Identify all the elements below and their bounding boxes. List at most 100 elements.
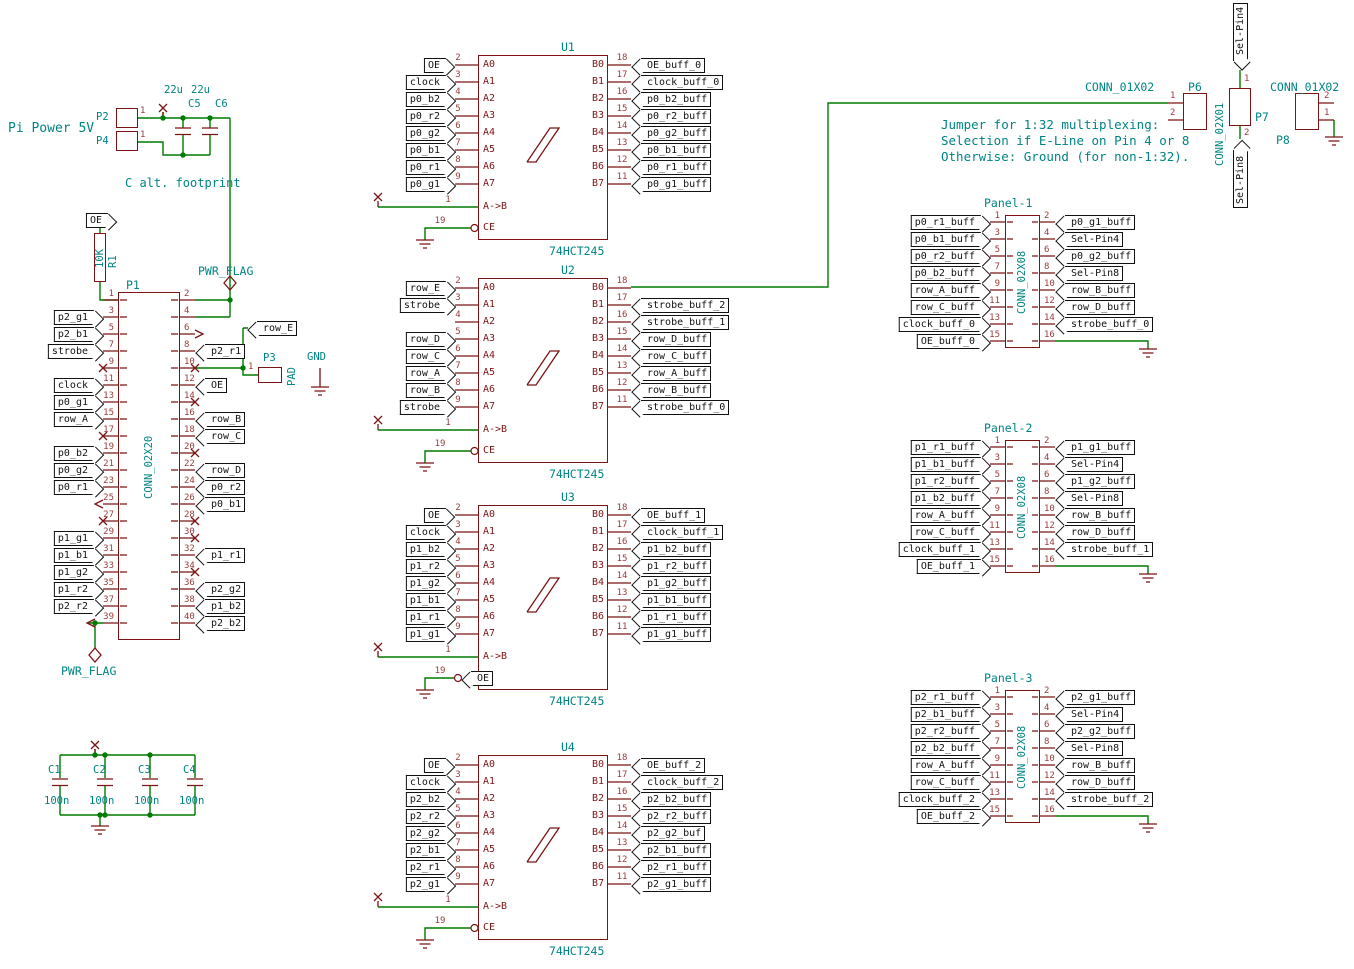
jumper-ref[interactable]: P8	[1276, 133, 1290, 147]
panel-title[interactable]: Panel-2	[984, 421, 1033, 435]
net-label[interactable]: p2_r1_buff	[910, 689, 981, 705]
net-label[interactable]: p0_r1_buff	[641, 159, 712, 175]
ic-ref[interactable]: U3	[561, 490, 575, 504]
net-label[interactable]: row_B	[405, 382, 446, 398]
net-label[interactable]: clock_buff_2	[898, 791, 981, 807]
resistor-r1-body[interactable]	[94, 233, 106, 282]
net-label[interactable]: p0_g2_buff	[641, 125, 712, 141]
jumper-p7-body[interactable]	[1229, 88, 1251, 126]
net-label[interactable]: row_D	[205, 462, 246, 478]
net-label[interactable]: row_C_buff	[910, 774, 981, 790]
net-label[interactable]: strobe_buff_2	[641, 297, 730, 313]
net-label[interactable]: p0_b2	[405, 91, 446, 107]
pad-value[interactable]: PAD	[286, 367, 298, 386]
net-label[interactable]: strobe_buff_0	[1065, 316, 1154, 332]
cap-value[interactable]: 100n	[89, 795, 115, 807]
gnd-power-label[interactable]: GND	[307, 351, 326, 363]
ic-value[interactable]: 74HCT245	[549, 944, 605, 958]
net-label[interactable]: p1_r2_buff	[910, 473, 981, 489]
net-label[interactable]: row_A_buff	[910, 757, 981, 773]
panel-title[interactable]: Panel-3	[984, 671, 1033, 685]
net-label[interactable]: p1_g2_buff	[1065, 473, 1136, 489]
net-label[interactable]: OE_buff_0	[641, 57, 706, 73]
cap-value[interactable]: 22u	[191, 84, 210, 96]
net-label[interactable]: p0_b2_buff	[910, 265, 981, 281]
net-label[interactable]: p1_b1_buff	[641, 592, 712, 608]
net-label[interactable]: p2_b2	[205, 615, 246, 631]
net-label[interactable]: p0_g1	[53, 394, 94, 410]
net-label[interactable]: p2_r1	[405, 859, 446, 875]
net-label[interactable]: p0_r1	[405, 159, 446, 175]
pad-ref[interactable]: P3	[263, 352, 276, 364]
net-label[interactable]: row_A_buff	[910, 507, 981, 523]
net-label[interactable]: Sel-Pin8	[1065, 490, 1124, 506]
net-label[interactable]: p2_r1_buff	[641, 859, 712, 875]
ic-ref[interactable]: U1	[561, 40, 575, 54]
panel-connector-body[interactable]	[1005, 440, 1040, 573]
net-label[interactable]: row_B_buff	[1065, 507, 1136, 523]
jumper-note-line1[interactable]: Jumper for 1:32 multiplexing:	[941, 117, 1160, 132]
net-label[interactable]: clock	[405, 524, 446, 540]
net-label[interactable]: row_D	[405, 331, 446, 347]
net-label[interactable]: clock_buff_0	[898, 316, 981, 332]
jumper-note-line3[interactable]: Otherwise: Ground (for non-1:32).	[941, 149, 1190, 164]
net-label[interactable]: p0_r2	[405, 108, 446, 124]
cap-value[interactable]: 100n	[44, 795, 70, 807]
net-label[interactable]: p0_g2	[53, 462, 94, 478]
net-label[interactable]: p1_r1	[205, 547, 246, 563]
net-label[interactable]: p1_b2	[405, 541, 446, 557]
ic-value[interactable]: 74HCT245	[549, 694, 605, 708]
cap-ref[interactable]: C6	[215, 98, 228, 110]
net-label[interactable]: clock	[405, 774, 446, 790]
net-label[interactable]: clock_buff_1	[898, 541, 981, 557]
net-label[interactable]: clock_buff_0	[641, 74, 724, 90]
net-label[interactable]: OE	[423, 757, 446, 773]
net-label[interactable]: row_A_buff	[910, 282, 981, 298]
net-label[interactable]: p2_g1	[53, 309, 94, 325]
net-label[interactable]: p1_g1_buff	[641, 626, 712, 642]
ic-ref[interactable]: U4	[561, 740, 575, 754]
net-label[interactable]: p1_r2_buff	[641, 558, 712, 574]
jumper-ref[interactable]: P7	[1255, 110, 1269, 124]
net-label[interactable]: p0_b2_buff	[641, 91, 712, 107]
net-label[interactable]: OE	[471, 670, 494, 686]
net-label[interactable]: p0_r1	[53, 479, 94, 495]
net-label[interactable]: p1_b2	[205, 598, 246, 614]
net-label[interactable]: row_C_buff	[910, 524, 981, 540]
net-label[interactable]: Sel-Pin4	[1065, 231, 1124, 247]
net-label[interactable]: p2_r2	[405, 808, 446, 824]
net-label[interactable]: row_A_buff	[641, 365, 712, 381]
net-label[interactable]: p1_r1	[405, 609, 446, 625]
pad-ref[interactable]: P2	[96, 111, 109, 123]
net-label[interactable]: row_B_buff	[1065, 282, 1136, 298]
net-label[interactable]: p0_g2_buff	[1065, 248, 1136, 264]
jumper-value[interactable]: CONN_01X02	[1085, 80, 1155, 94]
net-label[interactable]: p2_b1	[405, 842, 446, 858]
net-label[interactable]: p2_b2_buff	[910, 740, 981, 756]
net-label[interactable]: p2_b1	[53, 326, 94, 342]
net-label[interactable]: OE_buff_0	[916, 333, 981, 349]
cap-value[interactable]: 100n	[134, 795, 160, 807]
net-label[interactable]: Sel-Pin4	[1065, 706, 1124, 722]
net-label[interactable]: row_A	[53, 411, 94, 427]
net-label[interactable]: p0_b2	[53, 445, 94, 461]
net-label[interactable]: row_D_buff	[1065, 774, 1136, 790]
net-label[interactable]: row_C	[205, 428, 246, 444]
net-label[interactable]: clock_buff_1	[641, 524, 724, 540]
cap-ref[interactable]: C3	[138, 764, 151, 776]
net-label[interactable]: OE_buff_2	[641, 757, 706, 773]
net-label[interactable]: p2_g1	[405, 876, 446, 892]
net-label[interactable]: p1_g1_buff	[1065, 439, 1136, 455]
net-label[interactable]: clock_buff_2	[641, 774, 724, 790]
ic-body-u4[interactable]	[478, 755, 608, 940]
net-label[interactable]: row_B_buff	[1065, 757, 1136, 773]
pad-p3-body[interactable]	[258, 367, 282, 383]
net-label[interactable]: strobe	[399, 297, 446, 313]
net-label[interactable]: p2_b1_buff	[910, 706, 981, 722]
net-label[interactable]: p1_b1_buff	[910, 456, 981, 472]
net-label[interactable]: p1_g1	[405, 626, 446, 642]
cap-ref[interactable]: C2	[93, 764, 106, 776]
net-label[interactable]: p1_r2	[405, 558, 446, 574]
net-label[interactable]: p2_b1_buff	[641, 842, 712, 858]
pwr-flag-bottom-label[interactable]: PWR_FLAG	[61, 664, 117, 678]
